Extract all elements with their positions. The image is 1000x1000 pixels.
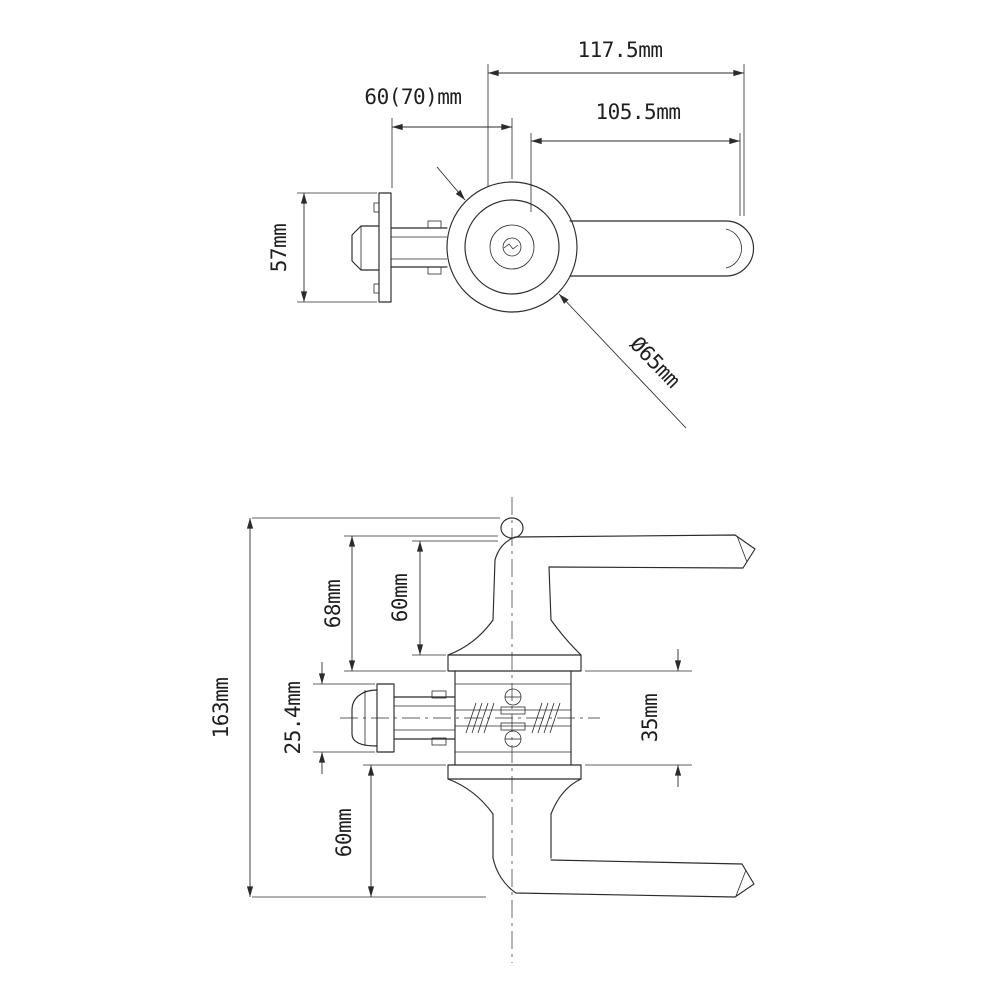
bell-left (447, 778, 494, 815)
dia-leader-upper (436, 166, 466, 201)
latch-clip (431, 737, 447, 746)
spindle-clip (427, 220, 442, 229)
dim-label-rose-diameter: Ø65mm (625, 332, 684, 392)
dim-label-width-total: 117.5mm (577, 38, 662, 62)
spindle-clip (427, 266, 442, 275)
bell-right (550, 778, 582, 815)
key-cylinder (502, 237, 522, 257)
neck-left (492, 559, 496, 621)
bell-right (550, 619, 582, 656)
dim-width-total: 117.5mm (487, 38, 745, 216)
dim-label-body-height: 35mm (638, 694, 662, 743)
dim-label-faceplate-height: 57mm (267, 224, 291, 273)
dia-leader-lower (558, 293, 687, 429)
lever-bevel-line (735, 869, 747, 897)
faceplate-front (376, 683, 395, 753)
lever-outline (494, 534, 756, 569)
chassis-front (454, 670, 572, 766)
dim-upper-a: 68mm (321, 535, 498, 672)
lever-front-top (492, 534, 756, 621)
rose-front-lower (447, 764, 582, 859)
rose-inner-circle (464, 199, 560, 295)
lever-front-bottom (492, 857, 755, 898)
latch-bolt-top (351, 225, 380, 271)
keyway (503, 243, 519, 250)
dim-lever-length: 105.5mm (530, 100, 741, 216)
dim-lower: 60mm (332, 764, 446, 897)
lever-outline (492, 857, 755, 898)
spring-hatch-right (531, 702, 561, 734)
dim-total-height: 163mm (209, 517, 500, 898)
rose-circles (446, 181, 578, 313)
dim-label-total-height: 163mm (209, 678, 233, 739)
faceplate-screw-lug (373, 283, 380, 294)
rose-outer-circle (446, 181, 578, 313)
top-view: 117.5mm 60(70)mm 105.5mm 57mm (267, 38, 755, 429)
rose-front-upper (447, 619, 582, 672)
latch-clip (431, 690, 447, 699)
lever-end-cap (725, 220, 755, 277)
bell-left (447, 619, 494, 656)
neck-right (548, 566, 552, 621)
faceplate-plate (378, 192, 392, 303)
dim-label-lower: 60mm (332, 809, 356, 858)
dim-rose-diameter: Ø65mm (436, 166, 687, 429)
dim-backset: 60(70)mm (364, 85, 513, 188)
cam-block (500, 722, 526, 731)
hub-circle (489, 224, 535, 270)
lever-bevel-line (736, 535, 748, 563)
dim-label-lever-length: 105.5mm (595, 100, 680, 124)
spindle-top (390, 220, 448, 275)
faceplate-screw-lug (373, 202, 380, 213)
dim-faceplate-height: 57mm (267, 192, 377, 303)
dim-upper-b: 60mm (388, 540, 498, 656)
spring-hatch-left (465, 702, 495, 734)
dim-label-upper-a: 68mm (321, 580, 345, 629)
lever-top (569, 220, 755, 277)
faceplate-top (373, 192, 392, 303)
dim-latch-height: 25.4mm (281, 662, 375, 774)
latch-front (351, 683, 456, 753)
dim-label-latch-height: 25.4mm (281, 682, 305, 755)
dim-label-backset: 60(70)mm (364, 85, 461, 109)
lever-end-inner (725, 228, 742, 269)
dim-label-upper-b: 60mm (388, 574, 412, 623)
dim-body-height: 35mm (585, 649, 692, 787)
latch-bolt-outline (351, 225, 380, 271)
cam-block (500, 706, 526, 715)
front-view: 163mm 68mm 60mm 25.4mm (209, 497, 756, 963)
